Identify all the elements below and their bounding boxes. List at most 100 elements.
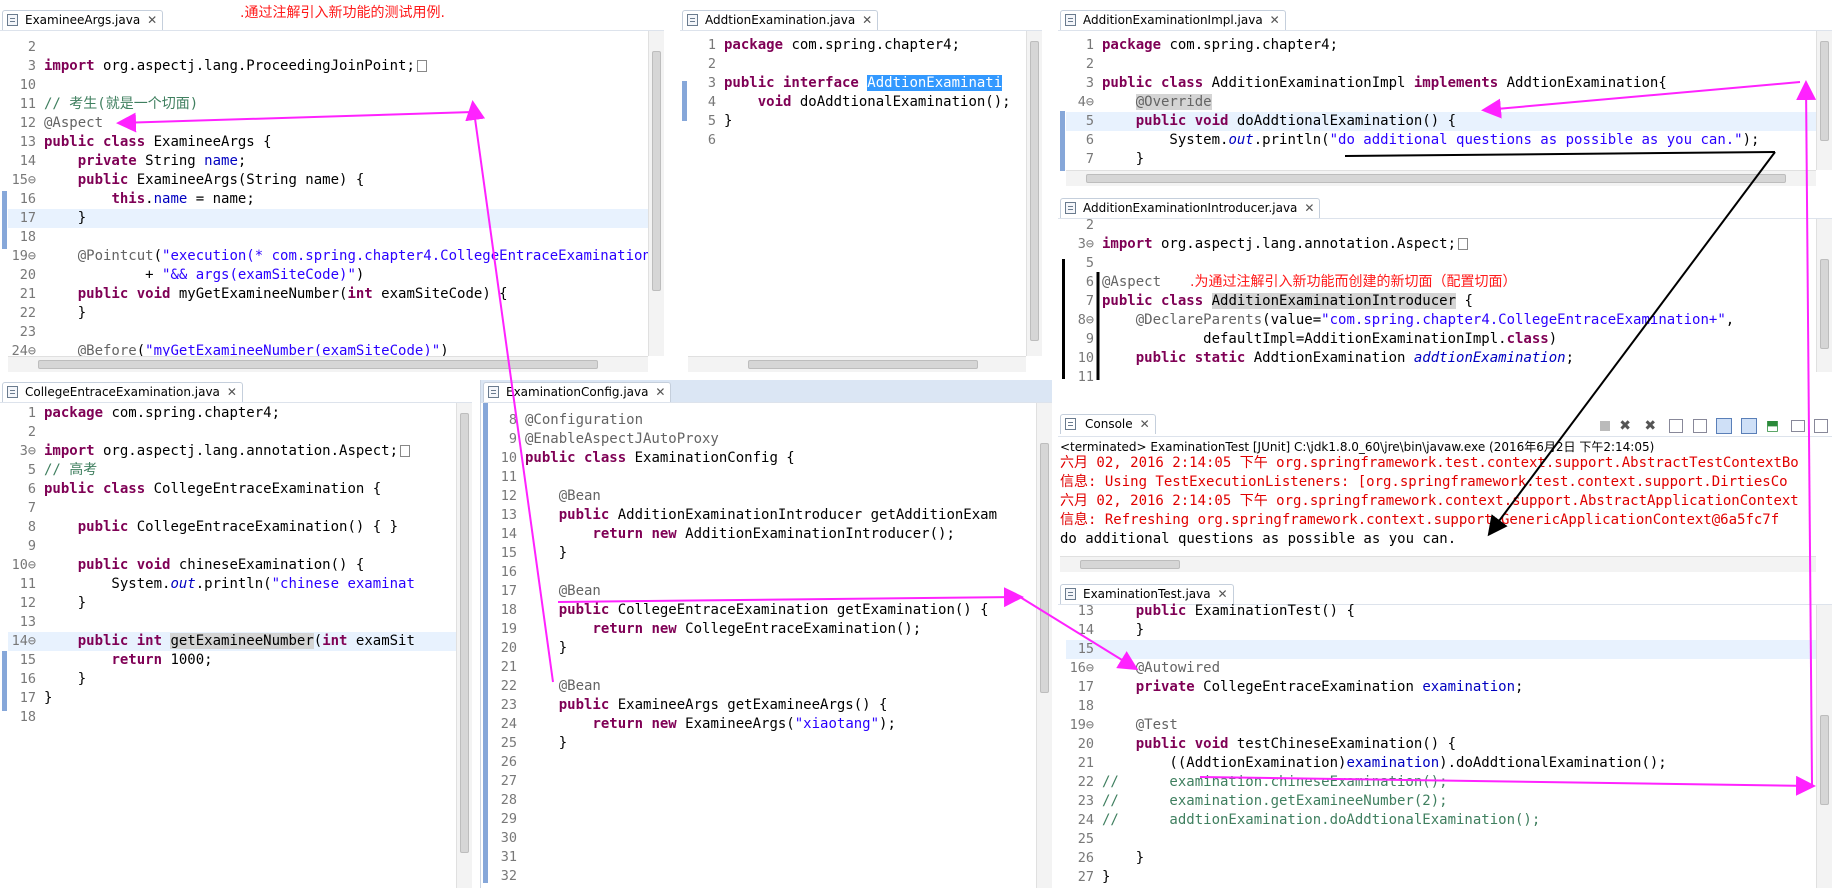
close-icon[interactable]: ✕ xyxy=(1269,13,1280,27)
code-line[interactable]: 17 @Bean xyxy=(489,582,1036,601)
code-line[interactable]: 18 public CollegeEntraceExamination getE… xyxy=(489,601,1036,620)
code-line[interactable]: 3⊖import org.aspectj.lang.annotation.Asp… xyxy=(8,442,456,461)
code-line[interactable]: 27 xyxy=(489,772,1036,791)
close-icon[interactable]: ✕ xyxy=(147,13,158,27)
code-line[interactable]: 14 } xyxy=(1066,621,1816,640)
code-line[interactable]: 5 xyxy=(1066,254,1816,273)
code-line[interactable]: 2 xyxy=(1066,55,1816,74)
tab-examination-test[interactable]: ExaminationTest.java✕ xyxy=(1060,584,1234,604)
code-line[interactable]: 20 public void testChineseExamination() … xyxy=(1066,735,1816,754)
vertical-scrollbar[interactable] xyxy=(1816,605,1832,888)
clear-console-icon[interactable] xyxy=(1669,418,1684,433)
code-line[interactable]: 26 xyxy=(489,753,1036,772)
tab-college-entrace-examination[interactable]: CollegeEntraceExamination.java✕ xyxy=(2,382,243,402)
code-line[interactable]: 27} xyxy=(1066,868,1816,887)
code-line[interactable]: 11 xyxy=(1066,368,1816,387)
code-line[interactable]: 9 defaultImpl=AdditionExaminationImpl.cl… xyxy=(1066,330,1816,349)
terminate-icon[interactable] xyxy=(1600,420,1611,431)
horizontal-scrollbar[interactable] xyxy=(8,356,648,372)
code-line[interactable]: 5// 高考 xyxy=(8,461,456,480)
code-line[interactable]: 12@Aspect xyxy=(8,114,648,133)
code-line[interactable]: 9 xyxy=(8,537,456,556)
code-line[interactable]: 5} xyxy=(688,112,1026,131)
code-line[interactable]: 23// examination.getExamineeNumber(2); xyxy=(1066,792,1816,811)
code-line[interactable]: 13 public AdditionExaminationIntroducer … xyxy=(489,506,1036,525)
code-line[interactable]: 17} xyxy=(8,689,456,708)
code-line[interactable]: 14⊖ public int getExamineeNumber(int exa… xyxy=(8,632,456,651)
code-line[interactable]: 19 return new CollegeEntraceExamination(… xyxy=(489,620,1036,639)
code-line[interactable]: 16⊖ @Autowired xyxy=(1066,659,1816,678)
remove-launch-icon[interactable]: ✖ xyxy=(1619,417,1631,434)
code-line[interactable]: 15 } xyxy=(489,544,1036,563)
code-line[interactable]: 6 System.out.println("do additional ques… xyxy=(1066,131,1816,150)
open-console-icon[interactable] xyxy=(1814,418,1828,433)
code-line[interactable]: 11// 考生(就是一个切面) xyxy=(8,95,648,114)
code-line[interactable]: 7 } xyxy=(1066,150,1816,169)
code-line[interactable]: 25 xyxy=(1066,830,1816,849)
code-line[interactable]: 19⊖ @Test xyxy=(1066,716,1816,735)
code-line[interactable]: 24// addtionExamination.doAddtionalExami… xyxy=(1066,811,1816,830)
code-line[interactable]: 11 xyxy=(489,468,1036,487)
tab-examinee-args[interactable]: ExamineeArgs.java✕ xyxy=(2,10,164,30)
code-line[interactable]: 21 xyxy=(489,658,1036,677)
horizontal-scrollbar[interactable] xyxy=(1060,556,1816,572)
close-icon[interactable]: ✕ xyxy=(655,385,666,399)
code-line[interactable]: 12 } xyxy=(8,594,456,613)
code-line[interactable]: 28 xyxy=(489,791,1036,810)
tab-addition-examination-impl[interactable]: AdditionExaminationImpl.java✕ xyxy=(1060,10,1286,30)
vertical-scrollbar[interactable] xyxy=(1026,31,1042,356)
scroll-lock-icon[interactable] xyxy=(1692,418,1707,433)
code-line[interactable]: 10⊖ public void chineseExamination() { xyxy=(8,556,456,575)
console-output[interactable]: 六月 02, 2016 2:14:05 下午 org.springframewo… xyxy=(1060,454,1816,554)
code-line[interactable]: 8⊖ @DeclareParents(value="com.spring.cha… xyxy=(1066,311,1816,330)
code-line[interactable]: 2 xyxy=(688,55,1026,74)
code-line[interactable]: 23 public ExamineeArgs getExamineeArgs()… xyxy=(489,696,1036,715)
code-line[interactable]: 16 xyxy=(489,563,1036,582)
show-console-icon[interactable] xyxy=(1740,417,1757,434)
code-line[interactable]: 5 public void doAddtionalExamination() { xyxy=(1066,112,1816,131)
code-line[interactable]: 14 return new AdditionExaminationIntrodu… xyxy=(489,525,1036,544)
vertical-scrollbar[interactable] xyxy=(648,31,664,356)
code-line[interactable]: 18 xyxy=(8,228,648,247)
code-line[interactable]: 11 System.out.println("chinese examinat xyxy=(8,575,456,594)
pin-console-icon[interactable]: ⬒ xyxy=(1765,417,1780,434)
code-line[interactable]: 29 xyxy=(489,810,1036,829)
code-line[interactable]: 3⊖import org.aspectj.lang.annotation.Asp… xyxy=(1066,235,1816,254)
code-line[interactable]: 22 @Bean xyxy=(489,677,1036,696)
tab-console[interactable]: Console✕ xyxy=(1060,414,1156,434)
remove-all-icon[interactable]: ✖ xyxy=(1644,417,1657,434)
close-icon[interactable]: ✕ xyxy=(1139,417,1150,431)
code-line[interactable]: 10 xyxy=(8,76,648,95)
close-icon[interactable]: ✕ xyxy=(1217,587,1228,601)
code-line[interactable]: 20 + "&& args(examSiteCode)") xyxy=(8,266,648,285)
code-line[interactable]: 31 xyxy=(489,848,1036,867)
code-line[interactable]: 16 } xyxy=(8,670,456,689)
code-line[interactable]: 20 } xyxy=(489,639,1036,658)
code-line[interactable]: 15 xyxy=(1066,640,1816,659)
tab-addtion-examination[interactable]: AddtionExamination.java✕ xyxy=(682,10,879,30)
word-wrap-icon[interactable] xyxy=(1715,417,1732,434)
code-line[interactable]: 17 } xyxy=(8,209,648,228)
code-line[interactable]: 21 ((AddtionExamination)examination).doA… xyxy=(1066,754,1816,773)
display-selected-icon[interactable] xyxy=(1790,419,1805,432)
code-line[interactable]: 15 return 1000; xyxy=(8,651,456,670)
code-line[interactable]: 14 private String name; xyxy=(8,152,648,171)
code-line[interactable]: 8@Configuration xyxy=(489,411,1036,430)
code-line[interactable]: 19⊖ @Pointcut("execution(* com.spring.ch… xyxy=(8,247,660,266)
code-line[interactable]: 26 } xyxy=(1066,849,1816,868)
tab-introducer[interactable]: AdditionExaminationIntroducer.java✕ xyxy=(1060,198,1321,218)
